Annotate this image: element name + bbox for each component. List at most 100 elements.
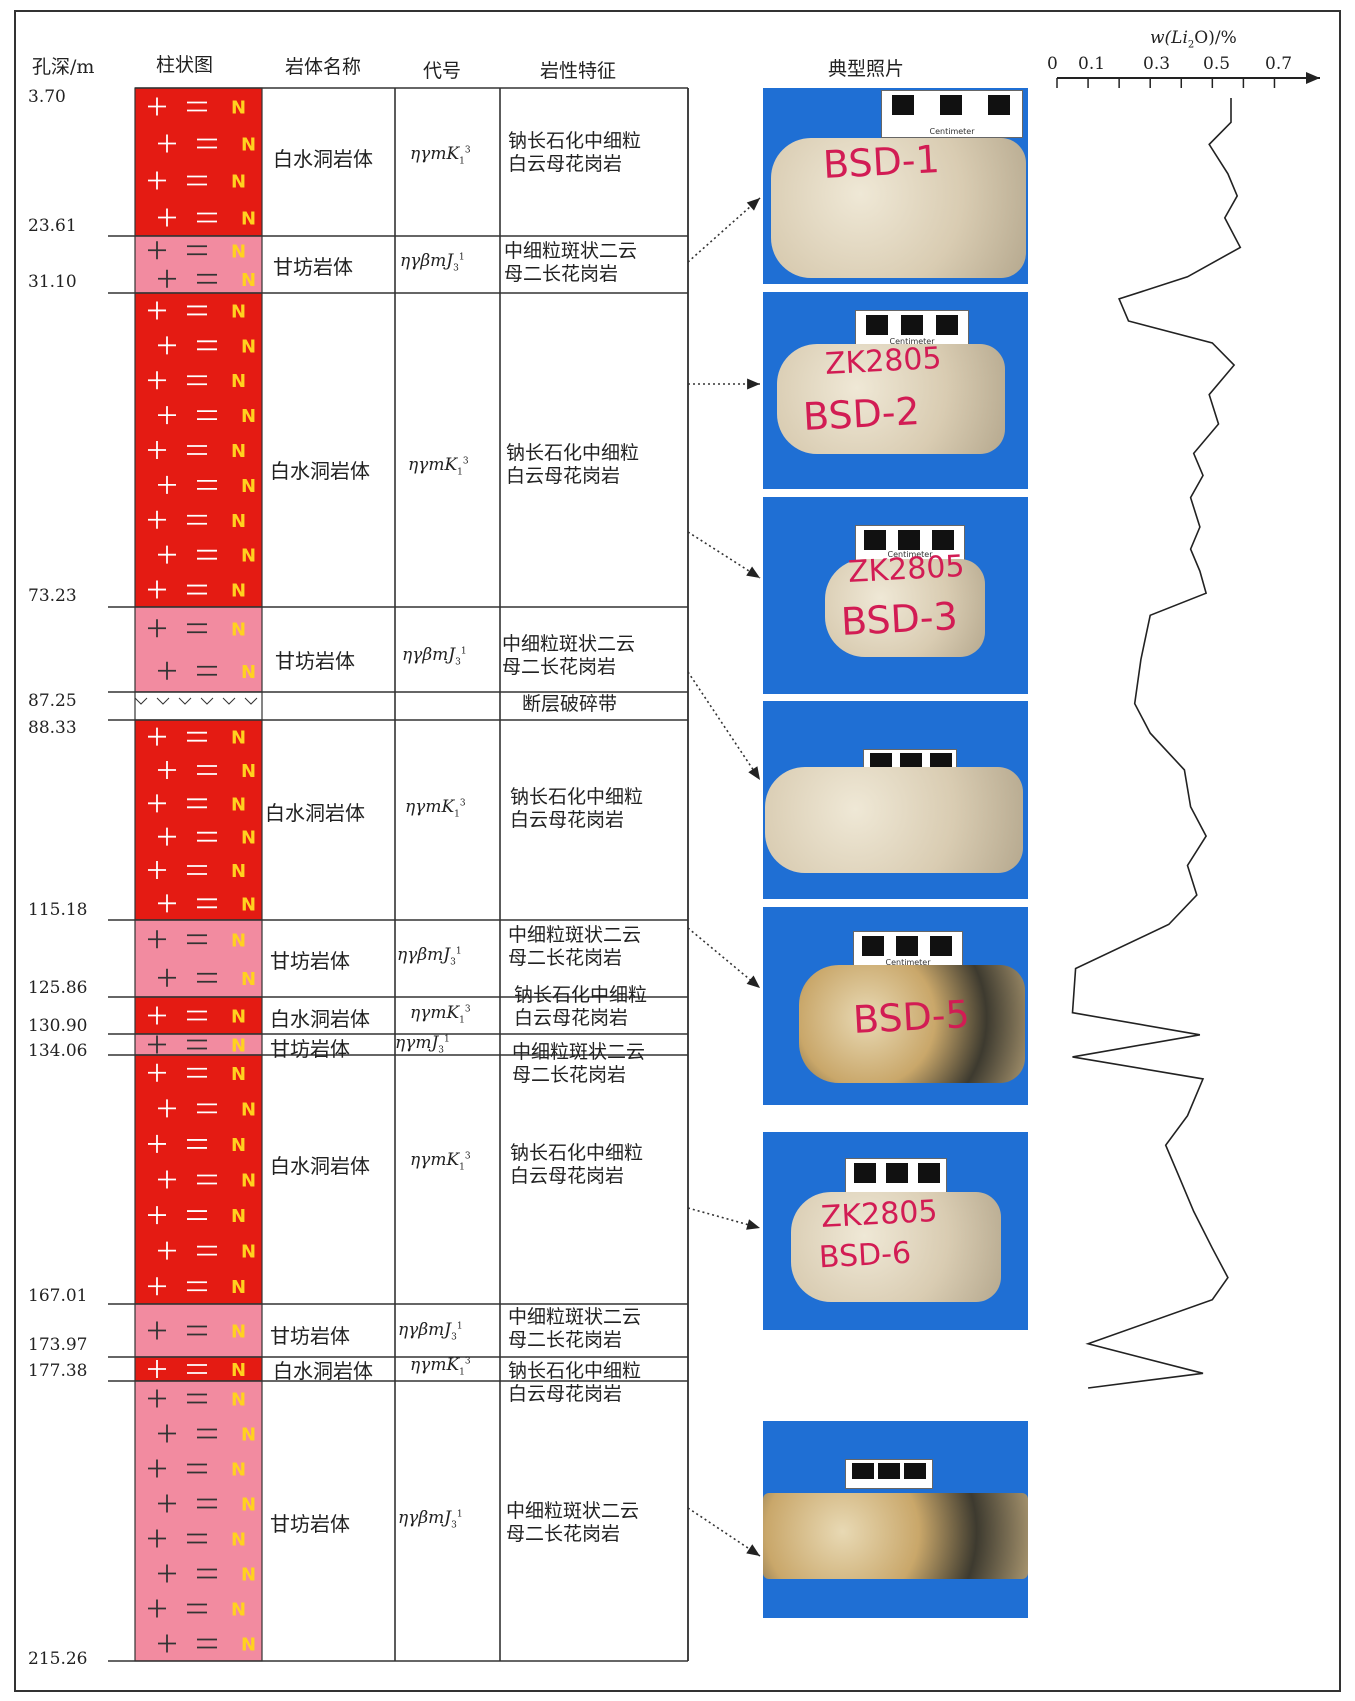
plus-symbol bbox=[148, 1035, 166, 1054]
n-symbol: N bbox=[231, 1390, 246, 1411]
n-symbol: N bbox=[231, 172, 246, 193]
header-column: 柱状图 bbox=[156, 54, 214, 76]
n-symbol: N bbox=[241, 1099, 256, 1120]
fault-symbol bbox=[134, 697, 148, 705]
arrow-head bbox=[746, 198, 760, 211]
n-symbol: N bbox=[241, 662, 256, 683]
plus-symbol bbox=[148, 1529, 166, 1548]
lithology-desc: 中细粒斑状二云母二长花岗岩 bbox=[508, 924, 642, 969]
dash-symbol bbox=[197, 898, 217, 909]
plus-symbol bbox=[148, 371, 166, 390]
column-layer bbox=[134, 691, 263, 721]
layer-code: ηγmK13 bbox=[410, 1355, 471, 1378]
fault-symbol bbox=[222, 697, 236, 705]
rock-name: 白水洞岩体 bbox=[270, 1154, 370, 1178]
depth-label: 177.38 bbox=[28, 1361, 88, 1381]
plus-symbol bbox=[158, 475, 176, 494]
dash-symbol bbox=[197, 1428, 217, 1439]
n-symbol: N bbox=[231, 1135, 246, 1156]
header-depth: 孔深/m bbox=[32, 56, 95, 78]
lithology-desc: 钠长石化中细粒白云母花岗岩 bbox=[508, 130, 642, 175]
layer-code: ηγβmJ31 bbox=[397, 945, 462, 968]
layer-code: ηγmK13 bbox=[405, 797, 466, 820]
dash-symbol bbox=[187, 1281, 207, 1292]
column-layer bbox=[134, 1054, 263, 1305]
plus-symbol bbox=[148, 1206, 166, 1225]
layer-code: ηγmJ31 bbox=[395, 1033, 450, 1056]
plus-symbol bbox=[148, 1006, 166, 1025]
depth-label: 115.18 bbox=[28, 900, 88, 920]
lithology-desc: 钠长石化中细粒白云母花岗岩 bbox=[510, 1142, 644, 1187]
dash-symbol bbox=[197, 212, 217, 223]
plus-symbol bbox=[148, 1321, 166, 1340]
dash-symbol bbox=[187, 1603, 207, 1614]
dash-symbol bbox=[187, 1325, 207, 1336]
rock-name: 白水洞岩体 bbox=[270, 459, 370, 483]
lithology-desc: 钠长石化中细粒白云母花岗岩 bbox=[510, 786, 644, 831]
dash-symbol bbox=[197, 1245, 217, 1256]
dash-symbol bbox=[187, 514, 207, 525]
n-symbol: N bbox=[231, 98, 246, 119]
column-layer bbox=[134, 719, 263, 921]
n-symbol: N bbox=[241, 336, 256, 357]
dash-symbol bbox=[187, 245, 207, 256]
dash-symbol bbox=[187, 1139, 207, 1149]
plus-symbol bbox=[148, 794, 166, 813]
n-symbol: N bbox=[241, 969, 256, 990]
dash-symbol bbox=[187, 1393, 207, 1404]
plus-symbol bbox=[148, 727, 166, 746]
plus-symbol bbox=[158, 208, 176, 227]
n-symbol: N bbox=[241, 546, 256, 567]
dash-symbol bbox=[187, 865, 207, 875]
depth-label: 3.70 bbox=[28, 87, 66, 107]
n-symbol: N bbox=[241, 894, 256, 915]
layer-code: ηγβmJ31 bbox=[402, 645, 467, 668]
dash-symbol bbox=[197, 138, 217, 149]
plus-symbol bbox=[158, 761, 176, 779]
depth-label: 23.61 bbox=[28, 216, 77, 236]
plus-symbol bbox=[158, 1170, 176, 1189]
dash-symbol bbox=[187, 934, 207, 945]
core-photo: Centimeter ZK2805 BSD-3 bbox=[763, 497, 1028, 694]
rock-name: 白水洞岩体 bbox=[265, 801, 365, 825]
n-symbol: N bbox=[241, 1495, 256, 1516]
dash-symbol bbox=[197, 972, 217, 983]
core-photo: Centimeter BSD-5 bbox=[763, 907, 1028, 1105]
n-symbol: N bbox=[241, 1171, 256, 1192]
header-lithology: 岩性特征 bbox=[540, 60, 617, 82]
core-photo: Centimeter BSD-1 bbox=[763, 88, 1028, 284]
rock-name: 甘坊岩体 bbox=[270, 1512, 350, 1536]
n-symbol: N bbox=[231, 1064, 246, 1085]
plus-symbol bbox=[148, 580, 166, 599]
layer-code: ηγβmJ31 bbox=[398, 1508, 463, 1531]
rock-name: 甘坊岩体 bbox=[270, 1037, 350, 1061]
arrow-head bbox=[746, 975, 760, 988]
dash-symbol bbox=[187, 1067, 207, 1078]
n-symbol: N bbox=[231, 371, 246, 392]
dash-symbol bbox=[197, 479, 217, 490]
dash-symbol bbox=[197, 1498, 217, 1509]
core-photo bbox=[763, 701, 1028, 899]
plus-symbol bbox=[158, 336, 176, 355]
dash-symbol bbox=[197, 340, 217, 351]
n-symbol: N bbox=[241, 135, 256, 156]
arrow-head bbox=[748, 766, 760, 780]
plus-symbol bbox=[148, 241, 166, 260]
depth-label: 88.33 bbox=[28, 718, 77, 738]
dash-symbol bbox=[187, 1039, 207, 1050]
photo-arrow bbox=[687, 531, 761, 579]
li2o-tick-label: 0.1 bbox=[1078, 54, 1106, 74]
depth-label: 73.23 bbox=[28, 586, 77, 606]
core-label: ZK2805 bbox=[824, 340, 943, 383]
depth-label: 173.97 bbox=[28, 1335, 88, 1355]
n-symbol: N bbox=[241, 476, 256, 497]
plus-symbol bbox=[148, 510, 166, 529]
core-photo bbox=[763, 1421, 1028, 1618]
depth-label: 130.90 bbox=[28, 1016, 88, 1036]
fault-symbol bbox=[244, 697, 258, 705]
depth-label: 31.10 bbox=[28, 272, 77, 292]
dash-symbol bbox=[197, 765, 217, 775]
li2o-tick-label: 0.7 bbox=[1265, 54, 1293, 74]
n-symbol: N bbox=[241, 1635, 256, 1656]
